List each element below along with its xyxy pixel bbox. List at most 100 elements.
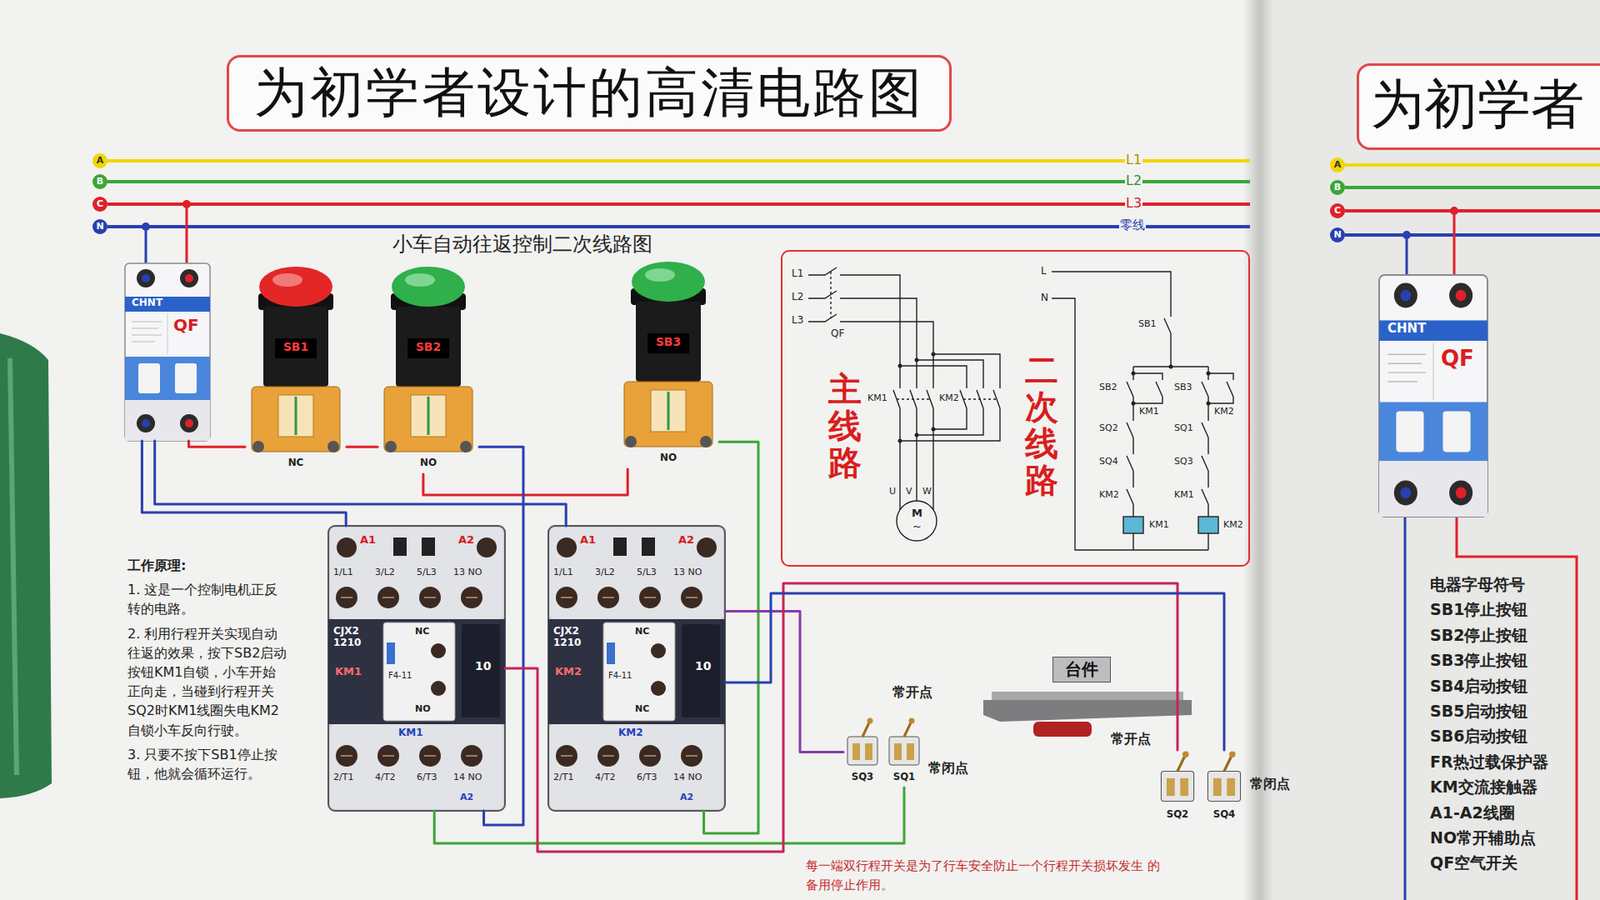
switch-note: 常闭点	[928, 760, 969, 776]
circuit-breaker: CHNTQF	[125, 263, 210, 441]
limit-switch: SQ3	[843, 716, 882, 788]
component-drawings	[259, 266, 333, 307]
phase-marker: B	[92, 174, 108, 190]
part-label: 2/T1	[333, 772, 354, 784]
push-button: SB2NO	[377, 265, 480, 475]
schematic-label: KM2	[1213, 406, 1235, 418]
component-drawings	[384, 293, 473, 453]
footnote: 每一端双行程开关是为了行车安全防止一个行程开关损坏发生 的备用停止作用。	[805, 856, 1165, 895]
schematic-drawing	[898, 364, 903, 369]
part-label: 台件	[1065, 660, 1099, 680]
schematic-label: L3	[790, 315, 805, 327]
text-column: 电器字母符号SB1停止按钮SB2停止按钮SB3停止按钮SB4启动按钮SB5启动按…	[1430, 571, 1589, 876]
schematic-drawing	[808, 267, 1234, 550]
push-button: SB1NC	[245, 265, 347, 475]
part-label: 10	[695, 659, 711, 673]
schematic-drawing	[1133, 373, 1163, 404]
schematic-label: L1	[790, 268, 805, 280]
circuit-breaker: CHNTQF	[1379, 275, 1488, 517]
wire	[704, 441, 759, 834]
component-drawings	[889, 718, 920, 766]
schematic-label: L2	[790, 291, 805, 304]
component-drawings	[631, 261, 705, 302]
part-label: CJX2 1210	[553, 625, 590, 650]
principle-note: 2. 利用行程开关实现自动往返的效果，按下SB2启动按钮KM1自锁，小车开始正向…	[127, 624, 288, 740]
schematic-drawing	[896, 500, 937, 541]
schematic-label: KM1	[1138, 406, 1160, 418]
bus-lines	[107, 159, 1250, 163]
schematic-label: U	[888, 486, 897, 498]
wire	[189, 440, 246, 447]
schematic-label: SQ3	[1173, 456, 1195, 468]
schematic-label: KM1	[1148, 520, 1170, 531]
component-drawings	[328, 525, 505, 811]
schematic-drawing	[916, 360, 984, 435]
page-ground	[1260, 0, 1600, 900]
legend-item: FR热过载保护器	[1430, 749, 1589, 775]
schematic-label: M	[911, 507, 923, 520]
phase-marker: A	[92, 153, 108, 169]
page-ground	[1243, 0, 1600, 900]
wire	[155, 440, 567, 526]
schematic-drawing	[1126, 381, 1134, 505]
schematic-label: SB3	[1173, 382, 1194, 394]
schematic-drawing	[898, 439, 903, 444]
part-label: QF	[173, 315, 200, 335]
schematic-drawing	[1123, 516, 1144, 534]
wire	[725, 593, 1225, 750]
component-drawings	[1379, 275, 1488, 517]
schematic-drawing	[1169, 365, 1174, 370]
component-drawings	[624, 288, 713, 448]
part-label: SQ4	[1203, 809, 1245, 821]
schematic-label: KM2	[1222, 520, 1245, 531]
schematic-label: SB1	[1137, 319, 1158, 330]
part-label: SQ1	[885, 771, 924, 783]
schematic-label: L	[1040, 265, 1048, 278]
legend-item: KM交流接触器	[1430, 774, 1589, 800]
part-label: CJX2 1210	[333, 625, 370, 650]
phase-marker: C	[1330, 203, 1345, 219]
part-label: 14 NO	[453, 772, 482, 784]
component-drawings	[1207, 751, 1240, 802]
phase-marker: N	[92, 219, 108, 235]
push-button: SB3NO	[617, 260, 720, 470]
switch-note: 常开点	[892, 685, 933, 700]
schematic-drawing	[915, 358, 920, 363]
supply-drops	[185, 204, 189, 264]
part-label: 为初学者	[1370, 74, 1585, 136]
bus-lines	[107, 225, 1250, 229]
legend-item: SB3停止按钮	[1430, 647, 1589, 673]
part-label: NO	[377, 457, 480, 470]
wire	[505, 583, 1178, 852]
limit-switch: SQ1	[885, 716, 924, 788]
supply-drops	[1402, 230, 1411, 240]
component-drawings	[272, 273, 303, 287]
part-label: SB3	[617, 335, 720, 350]
cart-drawing	[983, 700, 1192, 722]
legend-item: SB2停止按钮	[1430, 622, 1589, 648]
part-label: SQ3	[843, 771, 882, 783]
schematic-drawing	[808, 290, 917, 501]
phase-marker: A	[1330, 157, 1345, 173]
part-label: 6/T3	[416, 772, 437, 784]
wire	[434, 787, 905, 844]
schematic-drawing	[1131, 401, 1136, 406]
cart-block: 台件	[1052, 656, 1111, 683]
part-label: NC	[635, 626, 650, 638]
schematic-drawing	[1201, 381, 1209, 505]
part-label: KM2	[618, 727, 644, 740]
component-drawings	[847, 718, 878, 766]
legend-item: SB6启动按钮	[1430, 723, 1589, 749]
wire	[423, 469, 628, 495]
bus-lines	[1345, 185, 1600, 190]
part-label: SQ2	[1156, 809, 1199, 821]
schematic-drawing	[915, 433, 920, 438]
legend-item: SB4启动按钮	[1430, 673, 1589, 699]
part-label: NC	[635, 704, 650, 715]
supply-drops	[1404, 516, 1407, 900]
part-label: 4/T2	[375, 772, 395, 784]
supply-drops	[141, 222, 150, 231]
part-label: NO	[415, 704, 431, 715]
page-ground	[1243, 0, 1274, 900]
